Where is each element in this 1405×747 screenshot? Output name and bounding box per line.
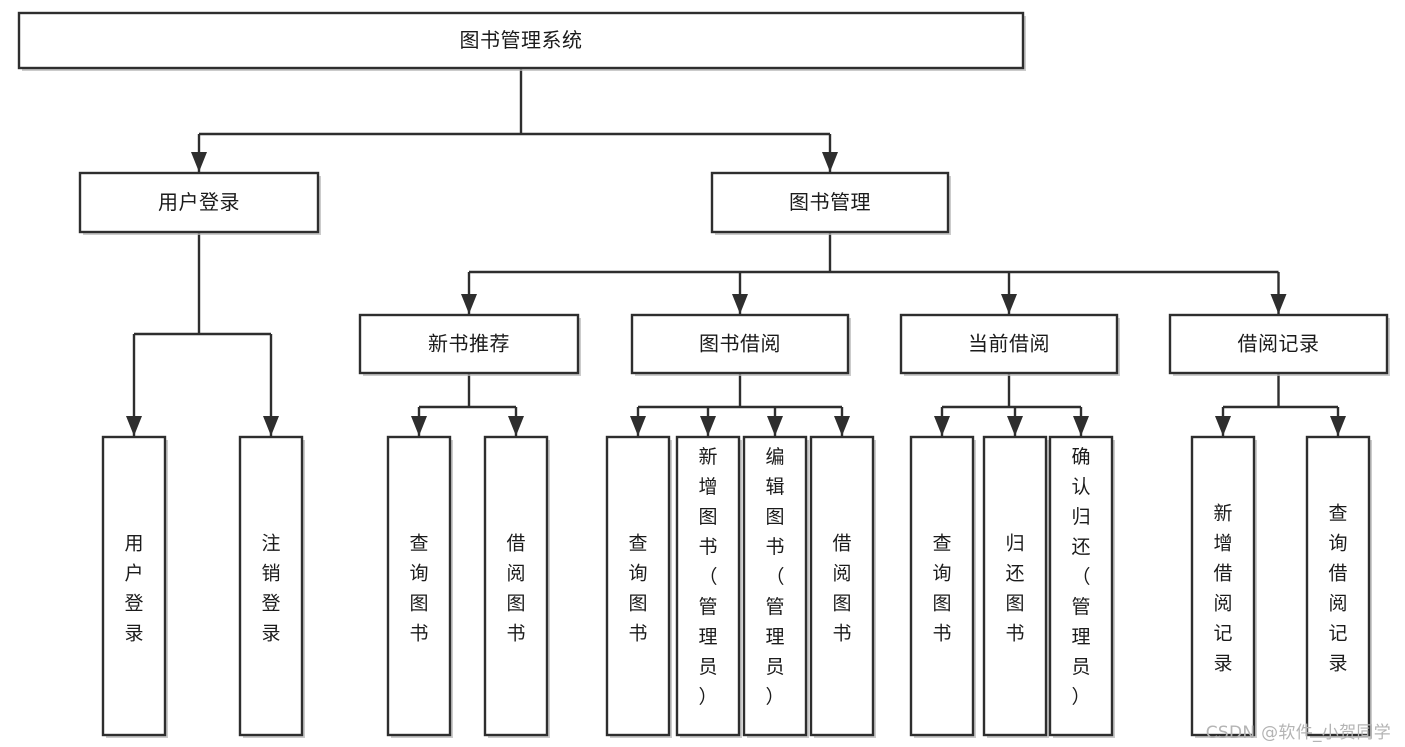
node-label: 确认归还（管理员）: [1071, 446, 1090, 708]
node-book-borrow[interactable]: 图书借阅: [630, 313, 851, 376]
node-label: 查询借阅记录: [1328, 502, 1347, 674]
connector-new-book-recommend: [411, 373, 524, 436]
node-label: 当前借阅: [968, 332, 1050, 356]
node-borrow-record[interactable]: 借阅记录: [1168, 313, 1390, 376]
node-new-book-recommend[interactable]: 新书推荐: [358, 313, 581, 376]
node-leaf-query-book-1[interactable]: 查询图书: [386, 435, 453, 738]
node-leaf-user-login[interactable]: 用户登录: [101, 435, 168, 738]
node-label: 借阅图书: [832, 532, 851, 644]
node-leaf-edit-book[interactable]: 编辑图书（管理员）: [742, 435, 809, 738]
node-label: 用户登录: [158, 190, 240, 214]
connector-book-manage: [461, 232, 1287, 314]
node-current-borrow[interactable]: 当前借阅: [899, 313, 1120, 376]
node-leaf-query-record[interactable]: 查询借阅记录: [1305, 435, 1372, 738]
node-label: 借阅记录: [1238, 332, 1320, 356]
node-label: 新增图书（管理员）: [698, 446, 717, 708]
node-label: 图书借阅: [699, 332, 781, 356]
node-label: 图书管理系统: [460, 28, 583, 52]
node-label: 借阅图书: [506, 532, 525, 644]
node-leaf-return-book[interactable]: 归还图书: [982, 435, 1049, 738]
node-label: 编辑图书（管理员）: [765, 446, 784, 708]
node-leaf-add-book[interactable]: 新增图书（管理员）: [675, 435, 742, 738]
node-leaf-add-record[interactable]: 新增借阅记录: [1190, 435, 1257, 738]
node-label: 新书推荐: [428, 332, 510, 356]
node-label: 查询图书: [409, 532, 428, 644]
node-label: 查询图书: [628, 532, 647, 644]
node-label: 注销登录: [261, 532, 280, 644]
node-leaf-query-book-3[interactable]: 查询图书: [909, 435, 976, 738]
node-leaf-confirm-return[interactable]: 确认归还（管理员）: [1048, 435, 1115, 738]
node-label: 用户登录: [124, 532, 143, 644]
node-leaf-query-book-2[interactable]: 查询图书: [605, 435, 672, 738]
connector-borrow-record: [1215, 373, 1346, 436]
node-label: 图书管理: [789, 190, 871, 214]
node-leaf-logout[interactable]: 注销登录: [238, 435, 305, 738]
node-leaf-borrow-book-2[interactable]: 借阅图书: [809, 435, 876, 738]
node-label: 新增借阅记录: [1213, 502, 1232, 674]
node-label: 归还图书: [1005, 532, 1024, 644]
connector-root: [191, 68, 838, 172]
connector-current-borrow: [934, 373, 1089, 436]
connector-user-login: [126, 232, 279, 436]
node-user-login[interactable]: 用户登录: [78, 171, 321, 235]
node-label: 查询图书: [932, 532, 951, 644]
node-book-manage[interactable]: 图书管理: [710, 171, 951, 235]
node-leaf-borrow-book-1[interactable]: 借阅图书: [483, 435, 550, 738]
connector-book-borrow: [630, 373, 850, 436]
node-root[interactable]: 图书管理系统: [17, 11, 1026, 71]
